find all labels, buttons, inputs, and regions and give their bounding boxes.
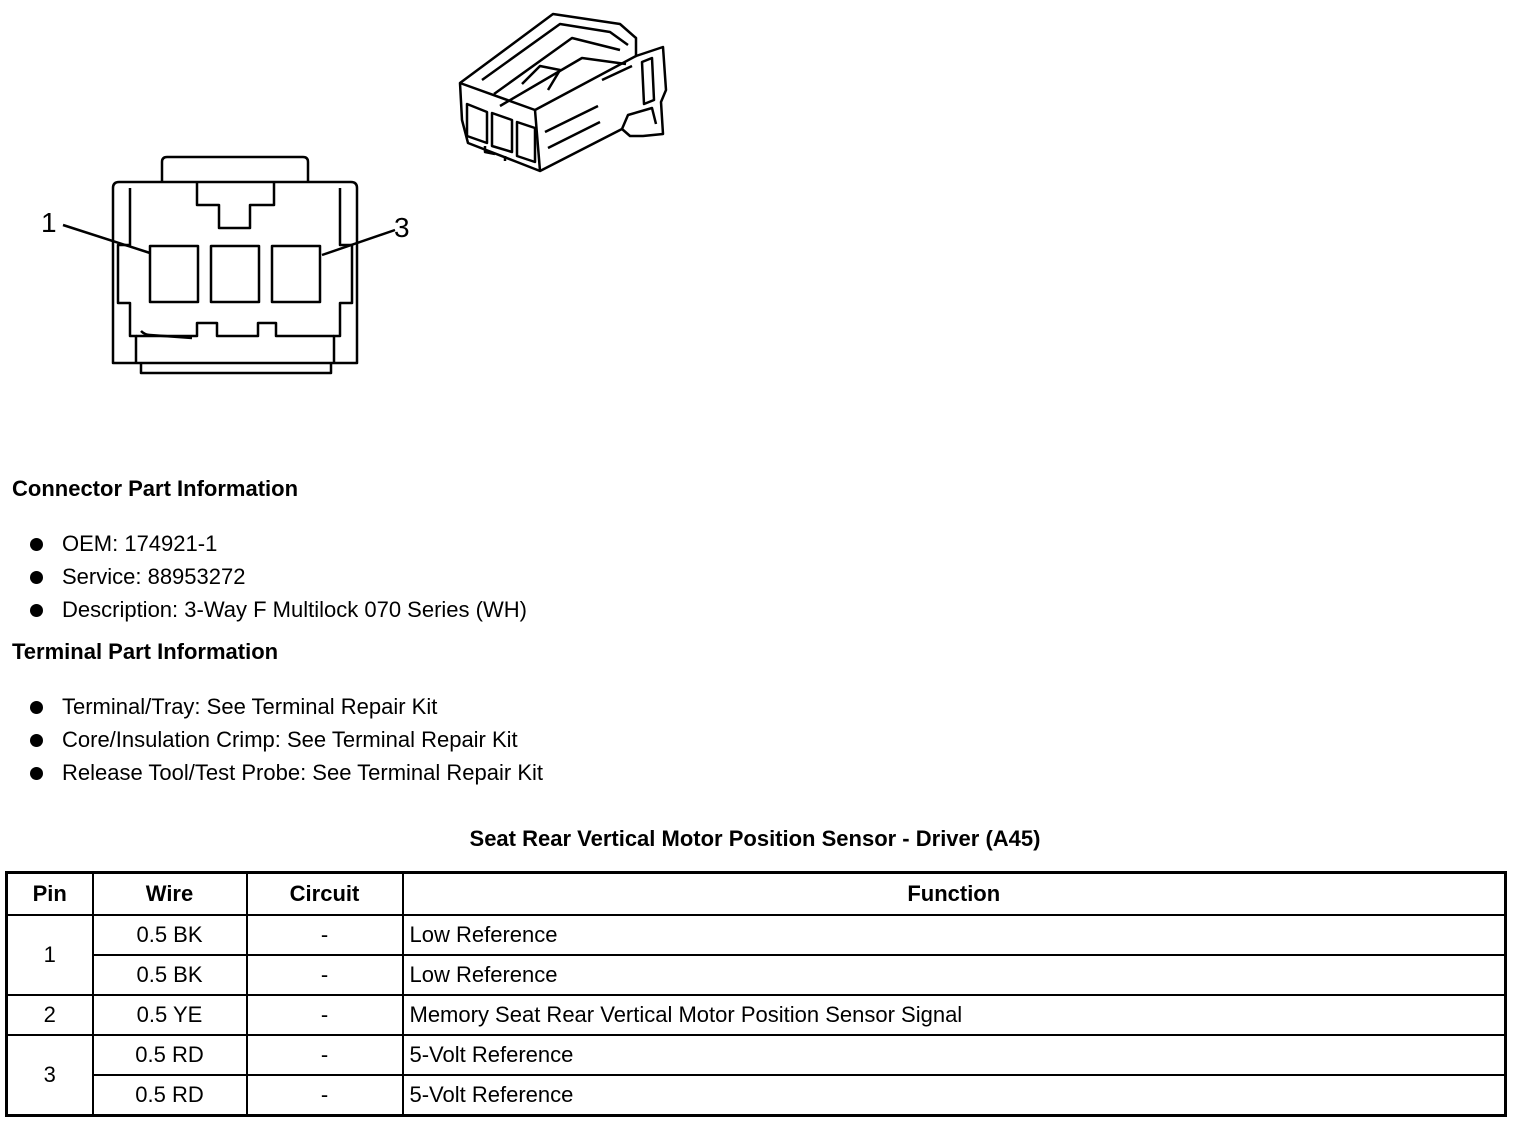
cavity-3 (270, 244, 322, 304)
leader-line-pin-1 (62, 223, 151, 255)
function-cell: 5-Volt Reference (401, 1034, 1507, 1076)
column-header-function: Function (401, 871, 1507, 916)
table-row: 0.5 BK - Low Reference (7, 954, 1507, 996)
circuit-cell: - (245, 1074, 404, 1117)
list-item: Terminal/Tray: See Terminal Repair Kit (30, 690, 543, 723)
function-cell: Low Reference (401, 954, 1507, 996)
list-item-text: Release Tool/Test Probe: See Terminal Re… (62, 760, 543, 785)
list-item-text: Service: 88953272 (62, 564, 246, 589)
connector-face-view (62, 155, 396, 375)
circuit-cell: - (245, 954, 404, 996)
pin-1-label: 1 (41, 207, 57, 238)
list-item: OEM: 174921-1 (30, 527, 527, 560)
function-cell: Memory Seat Rear Vertical Motor Position… (401, 994, 1507, 1036)
bullet-icon (30, 767, 43, 780)
list-item: Core/Insulation Crimp: See Terminal Repa… (30, 723, 543, 756)
list-item-text: Description: 3-Way F Multilock 070 Serie… (62, 597, 527, 622)
table-header-row: Pin Wire Circuit Function (5, 871, 1507, 916)
bullet-icon (30, 538, 43, 551)
wire-cell: 0.5 BK (91, 914, 248, 956)
pin-cell: 2 (5, 994, 94, 1036)
circuit-cell: - (245, 994, 404, 1036)
column-header-circuit: Circuit (245, 871, 404, 916)
bullet-icon (30, 734, 43, 747)
cavity-2 (209, 244, 261, 304)
bullet-icon (30, 701, 43, 714)
connector-part-info-list: OEM: 174921-1 Service: 88953272 Descript… (30, 527, 527, 626)
list-item-text: OEM: 174921-1 (62, 531, 218, 556)
list-item: Service: 88953272 (30, 560, 527, 593)
connector-isometric-view (458, 12, 668, 173)
connector-part-info-heading: Connector Part Information (12, 476, 299, 501)
function-cell: 5-Volt Reference (401, 1074, 1507, 1117)
wire-cell: 0.5 YE (91, 994, 248, 1036)
bullet-icon (30, 571, 43, 584)
list-item-text: Terminal/Tray: See Terminal Repair Kit (62, 694, 438, 719)
table-row: 1 0.5 BK - Low Reference (5, 914, 1507, 996)
pin-cell: 1 (5, 914, 94, 996)
terminal-part-info-list: Terminal/Tray: See Terminal Repair Kit C… (30, 690, 543, 789)
pin-cell: 3 (5, 1034, 94, 1117)
bullet-icon (30, 604, 43, 617)
list-item: Description: 3-Way F Multilock 070 Serie… (30, 593, 527, 626)
terminal-part-info-heading: Terminal Part Information (12, 639, 279, 664)
list-item: Release Tool/Test Probe: See Terminal Re… (30, 756, 543, 789)
connector-drawing (62, 12, 668, 375)
pinout-table: Pin Wire Circuit Function 1 0.5 BK - Low… (5, 871, 1507, 1117)
function-cell: Low Reference (401, 914, 1507, 956)
leader-line-pin-3 (321, 228, 396, 257)
cavity-1 (148, 244, 200, 304)
list-item-text: Core/Insulation Crimp: See Terminal Repa… (62, 727, 518, 752)
column-header-wire: Wire (91, 871, 248, 916)
table-row: 2 0.5 YE - Memory Seat Rear Vertical Mot… (5, 994, 1507, 1036)
wire-cell: 0.5 RD (91, 1034, 248, 1076)
wire-cell: 0.5 RD (91, 1074, 248, 1117)
wire-cell: 0.5 BK (91, 954, 248, 996)
column-header-pin: Pin (5, 871, 94, 916)
table-row: 0.5 RD - 5-Volt Reference (7, 1074, 1507, 1117)
circuit-cell: - (245, 1034, 404, 1076)
circuit-cell: - (245, 914, 404, 956)
table-row: 3 0.5 RD - 5-Volt Reference (5, 1034, 1507, 1117)
table-title: Seat Rear Vertical Motor Position Sensor… (469, 826, 1041, 851)
pin-3-label: 3 (394, 212, 410, 243)
